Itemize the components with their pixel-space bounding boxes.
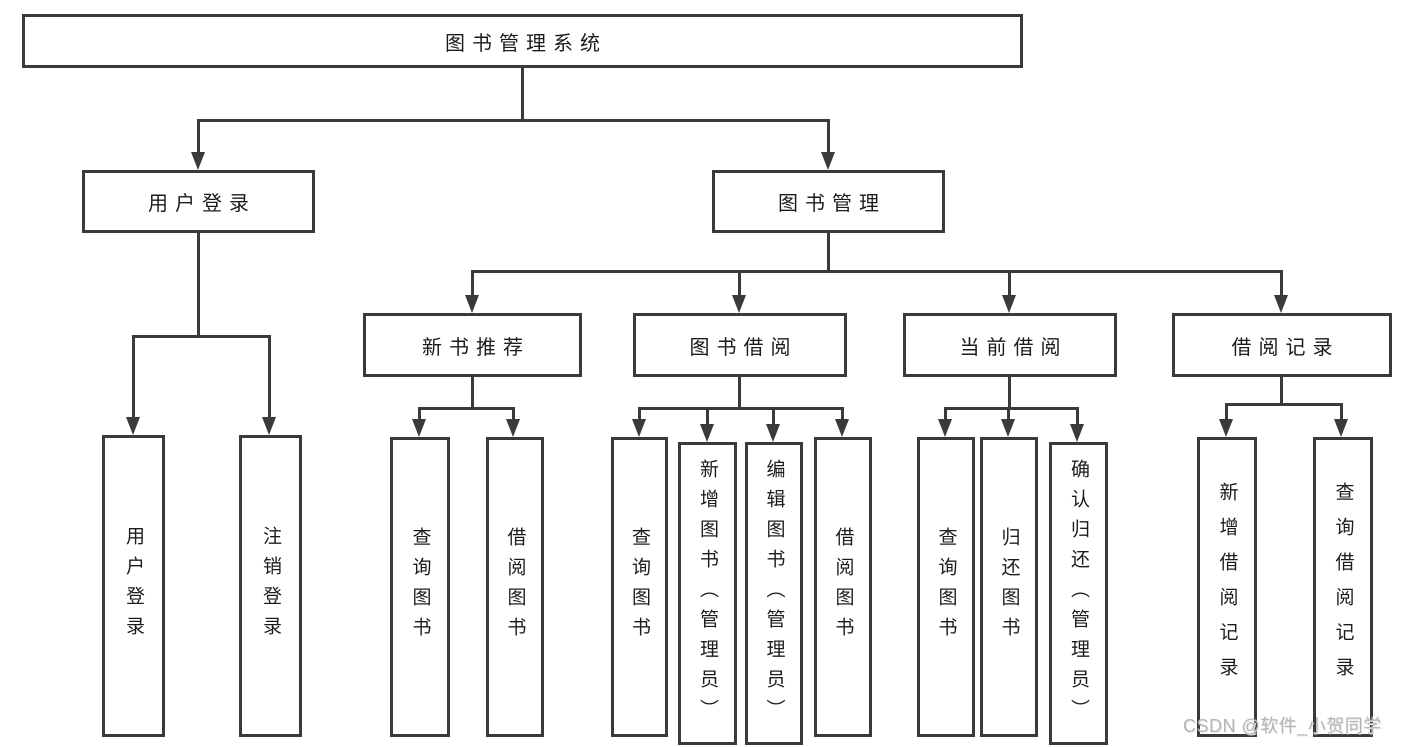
node-borrow-records-label: 借阅记录 — [1231, 336, 1340, 359]
connector-line — [638, 407, 844, 410]
leaf-cb-confirm-return-admin: 确认归还（管理员） — [1049, 442, 1108, 745]
connector-line — [268, 335, 271, 417]
connector-line — [1007, 407, 1010, 419]
arrow-down-icon — [1001, 419, 1015, 437]
arrow-down-icon — [938, 419, 952, 437]
csdn-watermark: CSDN @软件_小贺同学 — [1183, 716, 1382, 736]
arrow-down-icon — [126, 417, 140, 435]
connector-line — [418, 407, 515, 410]
arrow-down-icon — [766, 424, 780, 442]
node-book-management-label: 图书管理 — [778, 193, 886, 215]
node-user-login-label: 用户登录 — [148, 193, 256, 215]
connector-line — [197, 119, 200, 152]
connector-line — [841, 407, 844, 419]
leaf-bb-edit-book-admin-label: 编辑图书（管理员） — [763, 458, 785, 729]
leaf-bb-borrow-book-label: 借阅图书 — [832, 527, 854, 647]
leaf-cb-return-book: 归还图书 — [980, 437, 1038, 737]
arrow-down-icon — [262, 417, 276, 435]
leaf-cb-return-book-label: 归还图书 — [998, 527, 1020, 647]
connector-line — [1225, 403, 1343, 406]
connector-line — [1225, 403, 1228, 419]
arrow-down-icon — [632, 419, 646, 437]
leaf-nb-borrow-book: 借阅图书 — [486, 437, 544, 737]
arrow-down-icon — [700, 424, 714, 442]
connector-line — [471, 270, 474, 295]
leaf-bb-borrow-book: 借阅图书 — [814, 437, 872, 737]
leaf-br-add-record-label: 新增借阅记录 — [1216, 482, 1238, 692]
arrow-down-icon — [732, 295, 746, 313]
arrow-down-icon — [1002, 295, 1016, 313]
leaf-user-login: 用户登录 — [102, 435, 165, 737]
connector-line — [1280, 377, 1283, 403]
connector-line — [706, 407, 709, 424]
leaf-bb-query-book: 查询图书 — [611, 437, 668, 737]
connector-line — [738, 377, 741, 407]
leaf-nb-query-book: 查询图书 — [390, 437, 450, 737]
leaf-nb-borrow-book-label: 借阅图书 — [504, 527, 526, 647]
leaf-user-login-label: 用户登录 — [123, 526, 144, 646]
connector-line — [132, 335, 135, 417]
arrow-down-icon — [506, 419, 520, 437]
arrow-down-icon — [821, 152, 835, 170]
arrow-down-icon — [412, 419, 426, 437]
node-new-book-recommend-label: 新书推荐 — [422, 336, 530, 359]
connector-line — [944, 407, 1079, 410]
connector-line — [132, 335, 271, 338]
node-user-login: 用户登录 — [82, 170, 315, 233]
leaf-logout-label: 注销登录 — [260, 526, 281, 646]
leaf-nb-query-book-label: 查询图书 — [409, 527, 431, 647]
arrow-down-icon — [1334, 419, 1348, 437]
connector-line — [738, 270, 741, 295]
leaf-bb-add-book-admin: 新增图书（管理员） — [678, 442, 737, 745]
node-book-borrow: 图书借阅 — [633, 313, 847, 377]
connector-line — [418, 407, 421, 419]
connector-line — [827, 119, 830, 152]
connector-line — [1008, 377, 1011, 407]
arrow-down-icon — [465, 295, 479, 313]
leaf-cb-confirm-return-admin-label: 确认归还（管理员） — [1068, 458, 1089, 729]
leaf-cb-query-book-label: 查询图书 — [935, 527, 957, 647]
connector-line — [944, 407, 947, 419]
arrow-down-icon — [1219, 419, 1233, 437]
leaf-logout: 注销登录 — [239, 435, 302, 737]
node-root: 图书管理系统 — [22, 14, 1023, 68]
node-book-management: 图书管理 — [712, 170, 945, 233]
arrow-down-icon — [1070, 424, 1084, 442]
leaf-br-add-record: 新增借阅记录 — [1197, 437, 1257, 737]
leaf-bb-query-book-label: 查询图书 — [629, 527, 650, 647]
arrow-down-icon — [1274, 295, 1288, 313]
leaf-bb-add-book-admin-label: 新增图书（管理员） — [697, 458, 718, 729]
node-root-label: 图书管理系统 — [445, 32, 607, 55]
arrow-down-icon — [191, 152, 205, 170]
connector-line — [638, 407, 641, 419]
leaf-cb-query-book: 查询图书 — [917, 437, 975, 737]
node-book-borrow-label: 图书借阅 — [689, 336, 798, 359]
connector-line — [1008, 270, 1011, 295]
node-current-borrow: 当前借阅 — [903, 313, 1117, 377]
node-current-borrow-label: 当前借阅 — [959, 336, 1068, 359]
arrow-down-icon — [835, 419, 849, 437]
connector-line — [1280, 270, 1283, 295]
node-new-book-recommend: 新书推荐 — [363, 313, 582, 377]
connector-line — [197, 233, 200, 335]
connector-line — [772, 407, 775, 424]
connector-line — [1340, 403, 1343, 419]
node-borrow-records: 借阅记录 — [1172, 313, 1392, 377]
connector-line — [827, 233, 830, 270]
leaf-br-query-record: 查询借阅记录 — [1313, 437, 1373, 737]
connector-line — [512, 407, 515, 419]
connector-line — [197, 119, 830, 122]
connector-line — [471, 270, 1282, 273]
leaf-br-query-record-label: 查询借阅记录 — [1332, 482, 1354, 692]
connector-line — [471, 377, 474, 407]
leaf-bb-edit-book-admin: 编辑图书（管理员） — [745, 442, 803, 745]
connector-line — [1076, 407, 1079, 424]
connector-line — [521, 68, 524, 119]
